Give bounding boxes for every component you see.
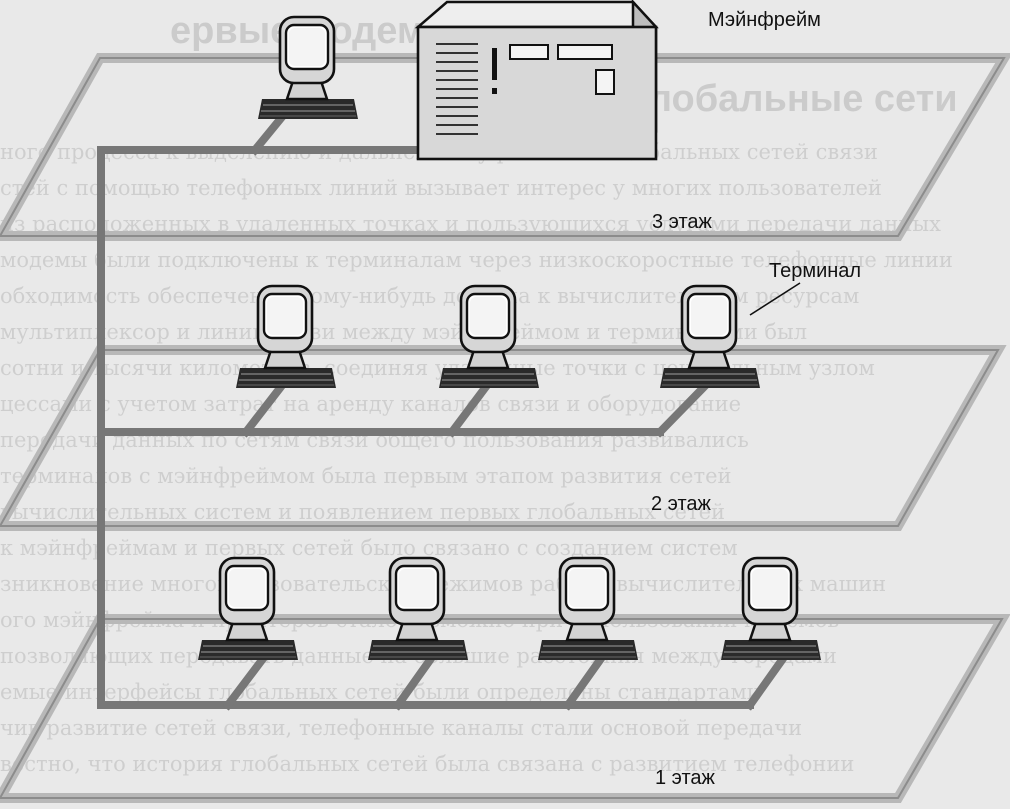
background-paragraph-line: вестно, что история глобальных сетей был… <box>0 752 855 776</box>
floor-2-drop-3 <box>654 382 709 438</box>
floor-2-drop-1 <box>240 382 286 438</box>
background-paragraph-line: модемы были подключены к терминалам чере… <box>0 248 953 272</box>
mainframe-cabinet-icon <box>414 0 659 161</box>
terminal-icon <box>719 556 823 662</box>
floor-3-plate-edge <box>0 57 1006 237</box>
terminal-icon <box>234 284 338 390</box>
terminal-icon <box>437 284 541 390</box>
floor-1-drop-1 <box>222 654 268 711</box>
background-paragraph-line: емые интерфейсы глобальных сетей были оп… <box>0 680 761 704</box>
terminal-icon <box>256 15 360 121</box>
floor-1-drop-3 <box>562 654 606 711</box>
floor-2-drop-2 <box>446 382 491 438</box>
terminal-icon <box>536 556 640 662</box>
terminal-label: Терминал <box>769 260 861 282</box>
terminal-icon <box>196 556 300 662</box>
background-paragraph-line: цессами с учетом затрат на аренду канало… <box>0 392 742 416</box>
terminal-icon <box>366 556 470 662</box>
background-paragraph-line: вычислительных систем и появлением первы… <box>0 500 726 524</box>
terminal-icon <box>658 284 762 390</box>
background-paragraph-line: терминалов с мэйнфреймом была первым эта… <box>0 464 732 488</box>
floor-1-label: 1 этаж <box>655 767 716 789</box>
floor-1-drop-2 <box>392 654 436 711</box>
mainframe-label: Мэйнфрейм <box>708 9 821 31</box>
terminal-callout-line <box>749 282 801 316</box>
floor-2-label: 2 этаж <box>651 493 712 515</box>
floor-3-label: 3 этаж <box>652 211 713 233</box>
background-paragraph-line: мультиплексор и линии связи между мэйнфр… <box>0 320 808 344</box>
background-paragraph-line: к мэйнфреймам и первых сетей было связан… <box>0 536 738 560</box>
floor-1-plate-edge <box>0 618 1004 799</box>
floor-1-drop-4 <box>744 654 788 711</box>
background-paragraph-line: чив развитие сетей связи, телефонные кан… <box>0 716 803 740</box>
background-paragraph-line: стей с помощью телефонных линий вызывает… <box>0 176 882 200</box>
